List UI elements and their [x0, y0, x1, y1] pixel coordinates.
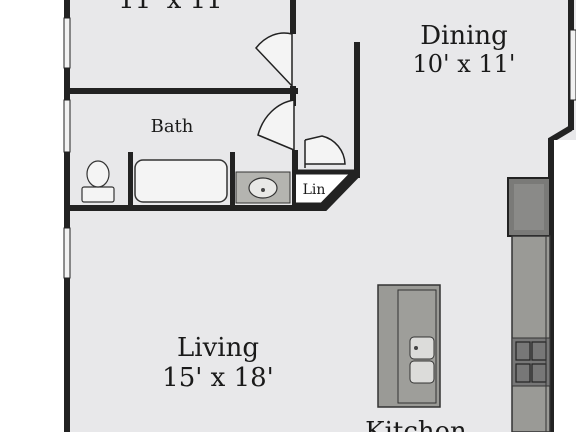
bath-door — [257, 99, 295, 151]
bathtub-wall-left — [128, 152, 133, 206]
bedroom-door — [255, 32, 293, 87]
dining-name-label: Dining — [420, 21, 508, 51]
island-sink-1 — [409, 336, 435, 360]
window-right — [569, 29, 576, 101]
living-name-label: Living — [177, 333, 259, 363]
range — [511, 337, 551, 387]
right-exterior — [554, 140, 576, 432]
bedroom-right-wall — [290, 0, 296, 34]
kitchen-counter — [511, 235, 551, 432]
bathtub-wall-right — [230, 152, 235, 206]
living-dims-label: 15' x 18' — [162, 363, 274, 393]
hall-wall-right — [354, 42, 360, 178]
bedroom-dims-label: 11' x 11' — [118, 0, 230, 15]
toilet-tank — [81, 186, 115, 203]
faucet — [414, 346, 418, 350]
window-left-2 — [63, 99, 71, 153]
toilet-bowl — [86, 160, 110, 188]
bathtub — [134, 159, 228, 203]
kitchen-name-label: Kitchen — [365, 417, 467, 432]
sink-drain — [261, 188, 265, 192]
floor-area — [68, 0, 554, 432]
linen-name-label: Lin — [303, 182, 326, 198]
left-wall — [64, 0, 70, 432]
hall-wall-left — [290, 86, 296, 106]
island-sink-2 — [409, 360, 435, 384]
linen-door — [304, 135, 346, 168]
bedroom-wall — [68, 88, 298, 94]
dining-dims-label: 10' x 11' — [412, 50, 515, 78]
bath-name-label: Bath — [151, 116, 194, 137]
right-wall-jog — [548, 125, 573, 432]
bath-right-wall — [292, 150, 298, 211]
exterior-left — [0, 0, 64, 432]
hall-angle-wall — [296, 172, 360, 211]
bath-bottom-wall — [68, 205, 300, 211]
window-left-3 — [63, 227, 71, 279]
fridge-shade — [514, 184, 544, 230]
window-left-1 — [63, 17, 71, 69]
